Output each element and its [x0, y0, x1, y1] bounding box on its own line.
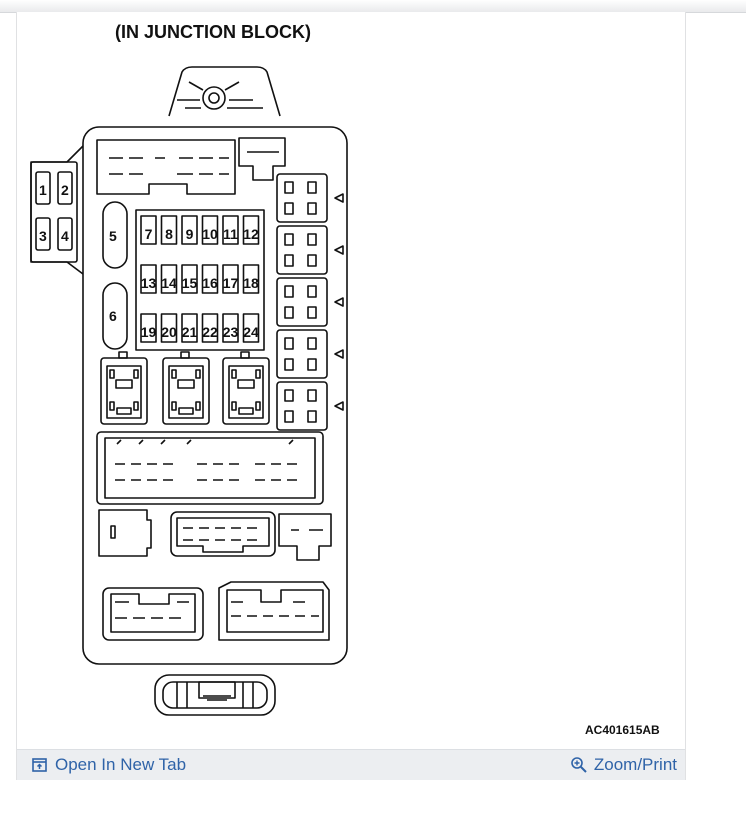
fuse-slot-20 — [160, 313, 178, 343]
fuse-label-12: 12 — [243, 226, 259, 242]
relay-socket — [276, 329, 344, 379]
fuse-pod-left: 1 2 3 4 — [30, 145, 84, 275]
connector-top-small — [238, 137, 286, 181]
open-in-new-tab-label: Open In New Tab — [55, 755, 187, 774]
mounting-tab-bottom — [154, 674, 276, 716]
fuse-label-9: 9 — [186, 226, 194, 242]
zoom-print-link[interactable]: Zoom/Print — [570, 755, 677, 775]
fuse-label-7: 7 — [145, 226, 153, 242]
magnifier-plus-icon — [571, 757, 587, 773]
fuse-slot-21 — [181, 313, 198, 343]
fuse-label-24: 24 — [243, 324, 259, 340]
fuse-slot-5: 5 — [102, 201, 128, 269]
fuse-slot-7 — [140, 215, 157, 245]
fuse-label-5: 5 — [109, 228, 117, 244]
relay-column-right — [276, 173, 344, 431]
connector-long — [96, 431, 324, 505]
zoom-print-label: Zoom/Print — [593, 755, 677, 774]
fuse-slot-17 — [222, 264, 239, 294]
fuse-label-4: 4 — [61, 228, 69, 244]
fuse-slot-12 — [242, 215, 260, 245]
fuse-label-2: 2 — [61, 182, 69, 198]
fuse-slot-9 — [181, 215, 198, 245]
connector-lower-right — [278, 513, 332, 561]
fuse-label-23: 23 — [223, 324, 239, 340]
fuse-label-13: 13 — [141, 275, 157, 291]
connector-lower-middle — [170, 511, 276, 557]
relay — [162, 351, 210, 425]
fuse-label-19: 19 — [141, 324, 157, 340]
fuse-label-14: 14 — [161, 275, 177, 291]
fuse-label-17: 17 — [223, 275, 239, 291]
fuse-label-8: 8 — [165, 226, 173, 242]
connector-top-large — [96, 139, 236, 195]
fuse-label-18: 18 — [243, 275, 259, 291]
fuse-slot-10 — [201, 215, 219, 245]
relay — [100, 351, 148, 425]
fuse-slot-14 — [160, 264, 178, 294]
fuse-slot-13 — [140, 264, 157, 294]
fuse-slot-6: 6 — [102, 282, 128, 350]
relay-bank-middle — [100, 351, 270, 425]
open-new-tab-icon — [32, 758, 47, 772]
mounting-tab-top — [168, 66, 281, 117]
relay-socket — [276, 225, 344, 275]
fuse-label-21: 21 — [182, 324, 198, 340]
relay-socket — [276, 277, 344, 327]
figure-title: (IN JUNCTION BLOCK) — [115, 22, 311, 42]
junction-block-diagram: (IN JUNCTION BLOCK) 1 2 — [30, 22, 660, 737]
fuse-slot-24 — [242, 313, 260, 343]
open-in-new-tab-link[interactable]: Open In New Tab — [31, 755, 186, 775]
fuse-slot-23 — [222, 313, 239, 343]
fuse-label-15: 15 — [182, 275, 198, 291]
fuse-slot-18 — [242, 264, 260, 294]
relay-socket — [276, 381, 344, 431]
figure-code: AC401615AB — [585, 723, 660, 737]
relay-socket — [276, 173, 344, 223]
fuse-slot-16 — [201, 264, 219, 294]
fuse-label-10: 10 — [202, 226, 218, 242]
junction-block-housing — [82, 126, 348, 665]
connector-lower-left — [98, 509, 152, 557]
image-frame: (IN JUNCTION BLOCK) 1 2 — [16, 12, 686, 780]
fuse-label-6: 6 — [109, 308, 117, 324]
fuse-slot-8 — [160, 215, 178, 245]
fuse-label-20: 20 — [161, 324, 177, 340]
fuse-label-3: 3 — [39, 228, 47, 244]
fuse-slot-15 — [181, 264, 198, 294]
fuse-slot-19 — [140, 313, 157, 343]
connector-bottom-right — [218, 581, 330, 641]
relay — [222, 351, 270, 425]
fuse-slot-22 — [201, 313, 219, 343]
fuse-label-16: 16 — [202, 275, 218, 291]
fuse-label-1: 1 — [39, 182, 47, 198]
connector-bottom-left — [102, 587, 204, 641]
fuse-label-11: 11 — [223, 226, 238, 242]
fuse-label-22: 22 — [202, 324, 218, 340]
image-footer: Open In New Tab Zoom/Print — [17, 749, 685, 780]
fuse-slot-11 — [222, 215, 239, 245]
